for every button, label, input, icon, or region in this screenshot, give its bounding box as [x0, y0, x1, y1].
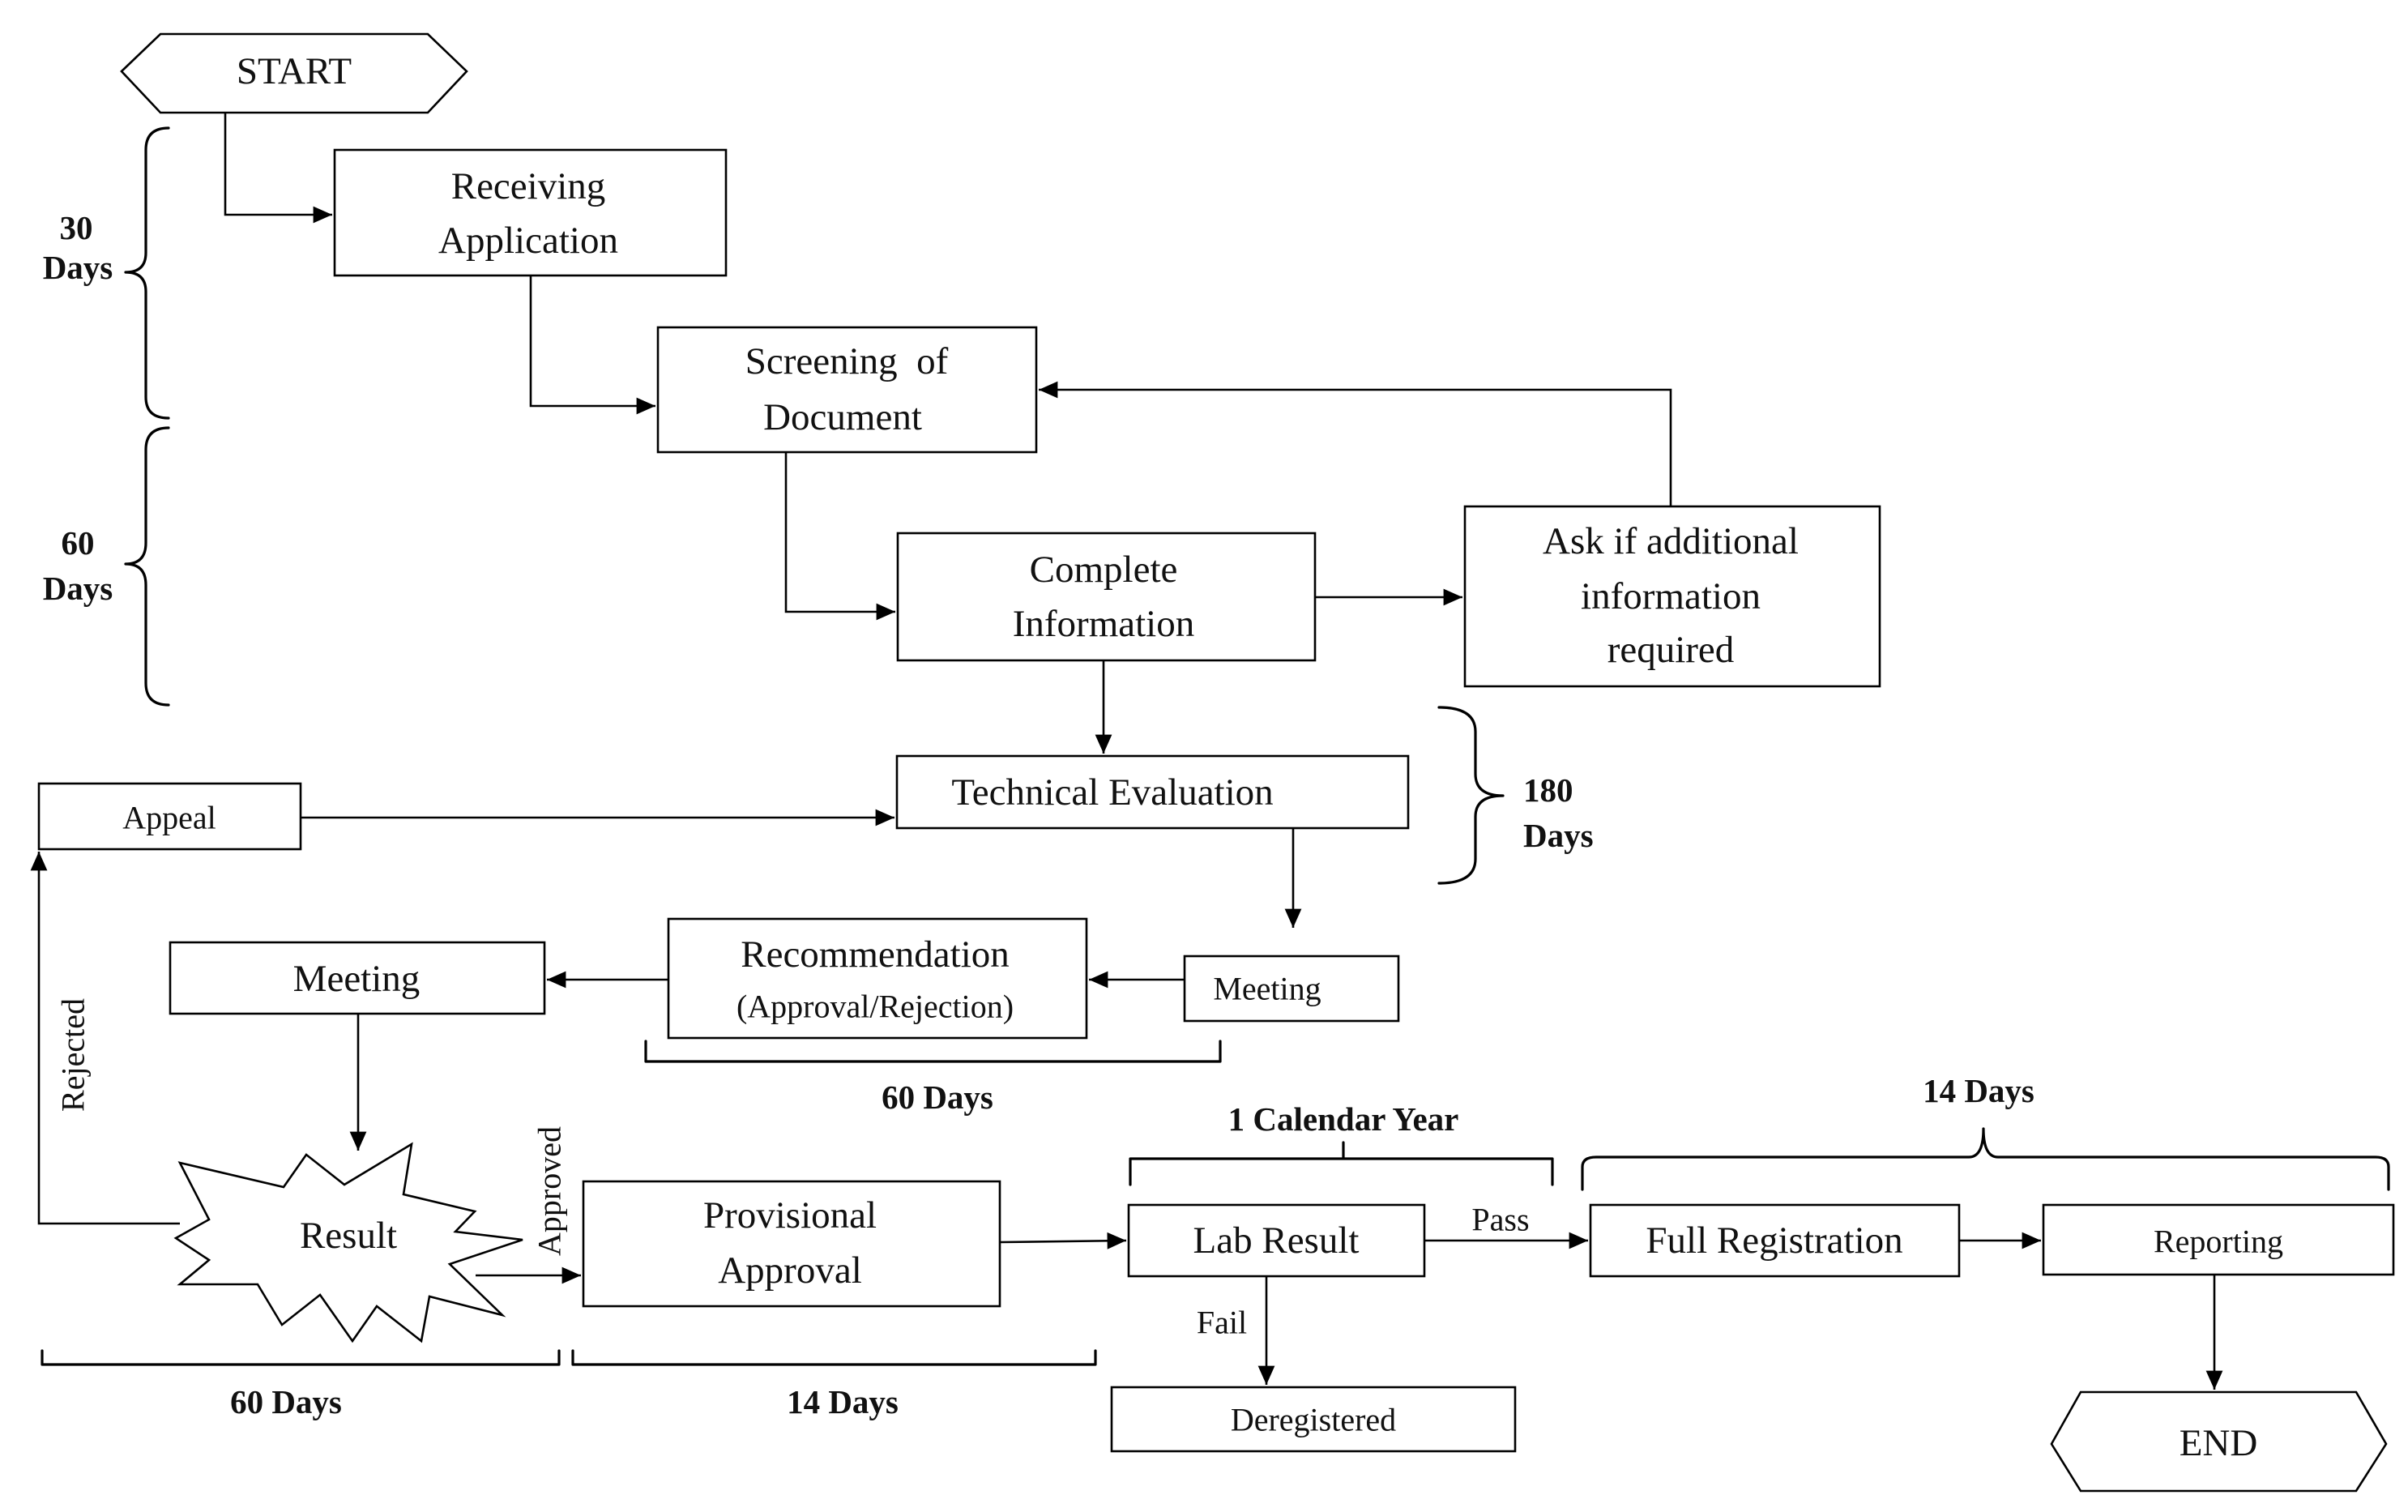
braces: [41, 126, 2390, 1366]
brace-180-days: [1437, 706, 1505, 885]
screening-label-2: Document: [763, 396, 922, 438]
brace-60-days-recommendation: [644, 1040, 1222, 1063]
edge-label-rejected: Rejected: [55, 998, 92, 1112]
edge-screening-complete: [784, 452, 895, 621]
reporting-label: Reporting: [2154, 1224, 2283, 1260]
receiving-application-label-1: Receiving: [451, 165, 606, 207]
start-label: START: [237, 50, 352, 92]
provisional-approval-label-2: Approval: [718, 1249, 862, 1292]
duration-14-registration: 14 Days: [1923, 1072, 2034, 1109]
edge-receiving-screening: [529, 275, 655, 415]
deregistered-label: Deregistered: [1231, 1402, 1396, 1438]
meeting-right-label: Meeting: [1213, 971, 1321, 1007]
ask-label-2: information: [1581, 575, 1761, 617]
provisional-approval-node: Provisional Approval: [582, 1180, 1001, 1308]
end-label: END: [2180, 1422, 2258, 1464]
duration-14-provisional: 14 Days: [787, 1383, 899, 1420]
receiving-application-node: Receiving Application: [333, 148, 728, 277]
brace-30-days: [124, 126, 170, 420]
ask-label-3: required: [1607, 629, 1735, 671]
lab-result-node: Lab Result: [1127, 1203, 1426, 1278]
edge-ask-screening: [1039, 381, 1672, 506]
duration-180-line-2: Days: [1523, 817, 1594, 854]
brace-14-days-registration: [1581, 1127, 2390, 1191]
duration-calendar-year: 1 Calendar Year: [1228, 1100, 1459, 1138]
end-node: END: [2050, 1390, 2388, 1493]
connectors: [30, 113, 2223, 1390]
duration-30-line-2: Days: [43, 249, 113, 286]
edge-label-fail: Fail: [1197, 1305, 1247, 1341]
duration-180-line-1: 180: [1523, 771, 1573, 809]
full-registration-node: Full Registration: [1589, 1203, 1961, 1278]
deregistered-node: Deregistered: [1110, 1386, 1517, 1453]
edge-result-appeal: [30, 852, 180, 1225]
screening-of-document-node: Screening of Document: [656, 326, 1038, 454]
brace-14-days-provisional: [571, 1349, 1097, 1366]
edge-provisional-lab: [999, 1232, 1127, 1249]
duration-30-line-1: 30: [60, 209, 93, 246]
edge-label-pass: Pass: [1471, 1202, 1529, 1238]
duration-60-side-line-1: 60: [62, 524, 95, 562]
meeting-left-node: Meeting: [169, 941, 546, 1015]
complete-information-node: Complete Information: [896, 532, 1317, 662]
meeting-right-node: Meeting: [1183, 955, 1400, 1023]
lab-result-label: Lab Result: [1193, 1219, 1360, 1262]
edge-start-receiving: [224, 113, 332, 224]
technical-evaluation-node: Technical Evaluation: [895, 754, 1410, 830]
recommendation-node: Recommendation (Approval/Rejection): [667, 917, 1088, 1040]
full-registration-label: Full Registration: [1646, 1219, 1902, 1262]
result-node: Result: [173, 1142, 523, 1343]
reporting-node: Reporting: [2042, 1203, 2395, 1276]
complete-information-label-1: Complete: [1030, 549, 1178, 591]
provisional-approval-label-1: Provisional: [703, 1194, 877, 1237]
edge-label-approved: Approved: [532, 1126, 568, 1256]
recommendation-label-2: (Approval/Rejection): [736, 989, 1014, 1025]
ask-label-1: Ask if additional: [1543, 520, 1799, 562]
ask-additional-information-node: Ask if additional information required: [1463, 505, 1881, 688]
appeal-node: Appeal: [37, 782, 302, 851]
meeting-left-label: Meeting: [293, 958, 421, 1000]
appeal-label: Appeal: [122, 800, 216, 836]
complete-information-label-2: Information: [1013, 603, 1195, 645]
recommendation-label-1: Recommendation: [741, 933, 1010, 976]
brace-60-days-result: [41, 1349, 561, 1366]
start-node: START: [120, 32, 468, 114]
screening-label-1: Screening of: [745, 340, 949, 382]
receiving-application-label-2: Application: [438, 220, 618, 262]
brace-60-days-side: [124, 426, 170, 707]
duration-60-result: 60 Days: [230, 1383, 342, 1420]
duration-60-side-line-2: Days: [43, 570, 113, 607]
result-label: Result: [300, 1215, 397, 1257]
brace-calendar-year: [1129, 1141, 1554, 1186]
technical-evaluation-label: Technical Evaluation: [951, 771, 1273, 814]
duration-60-recommendation: 60 Days: [882, 1078, 993, 1116]
